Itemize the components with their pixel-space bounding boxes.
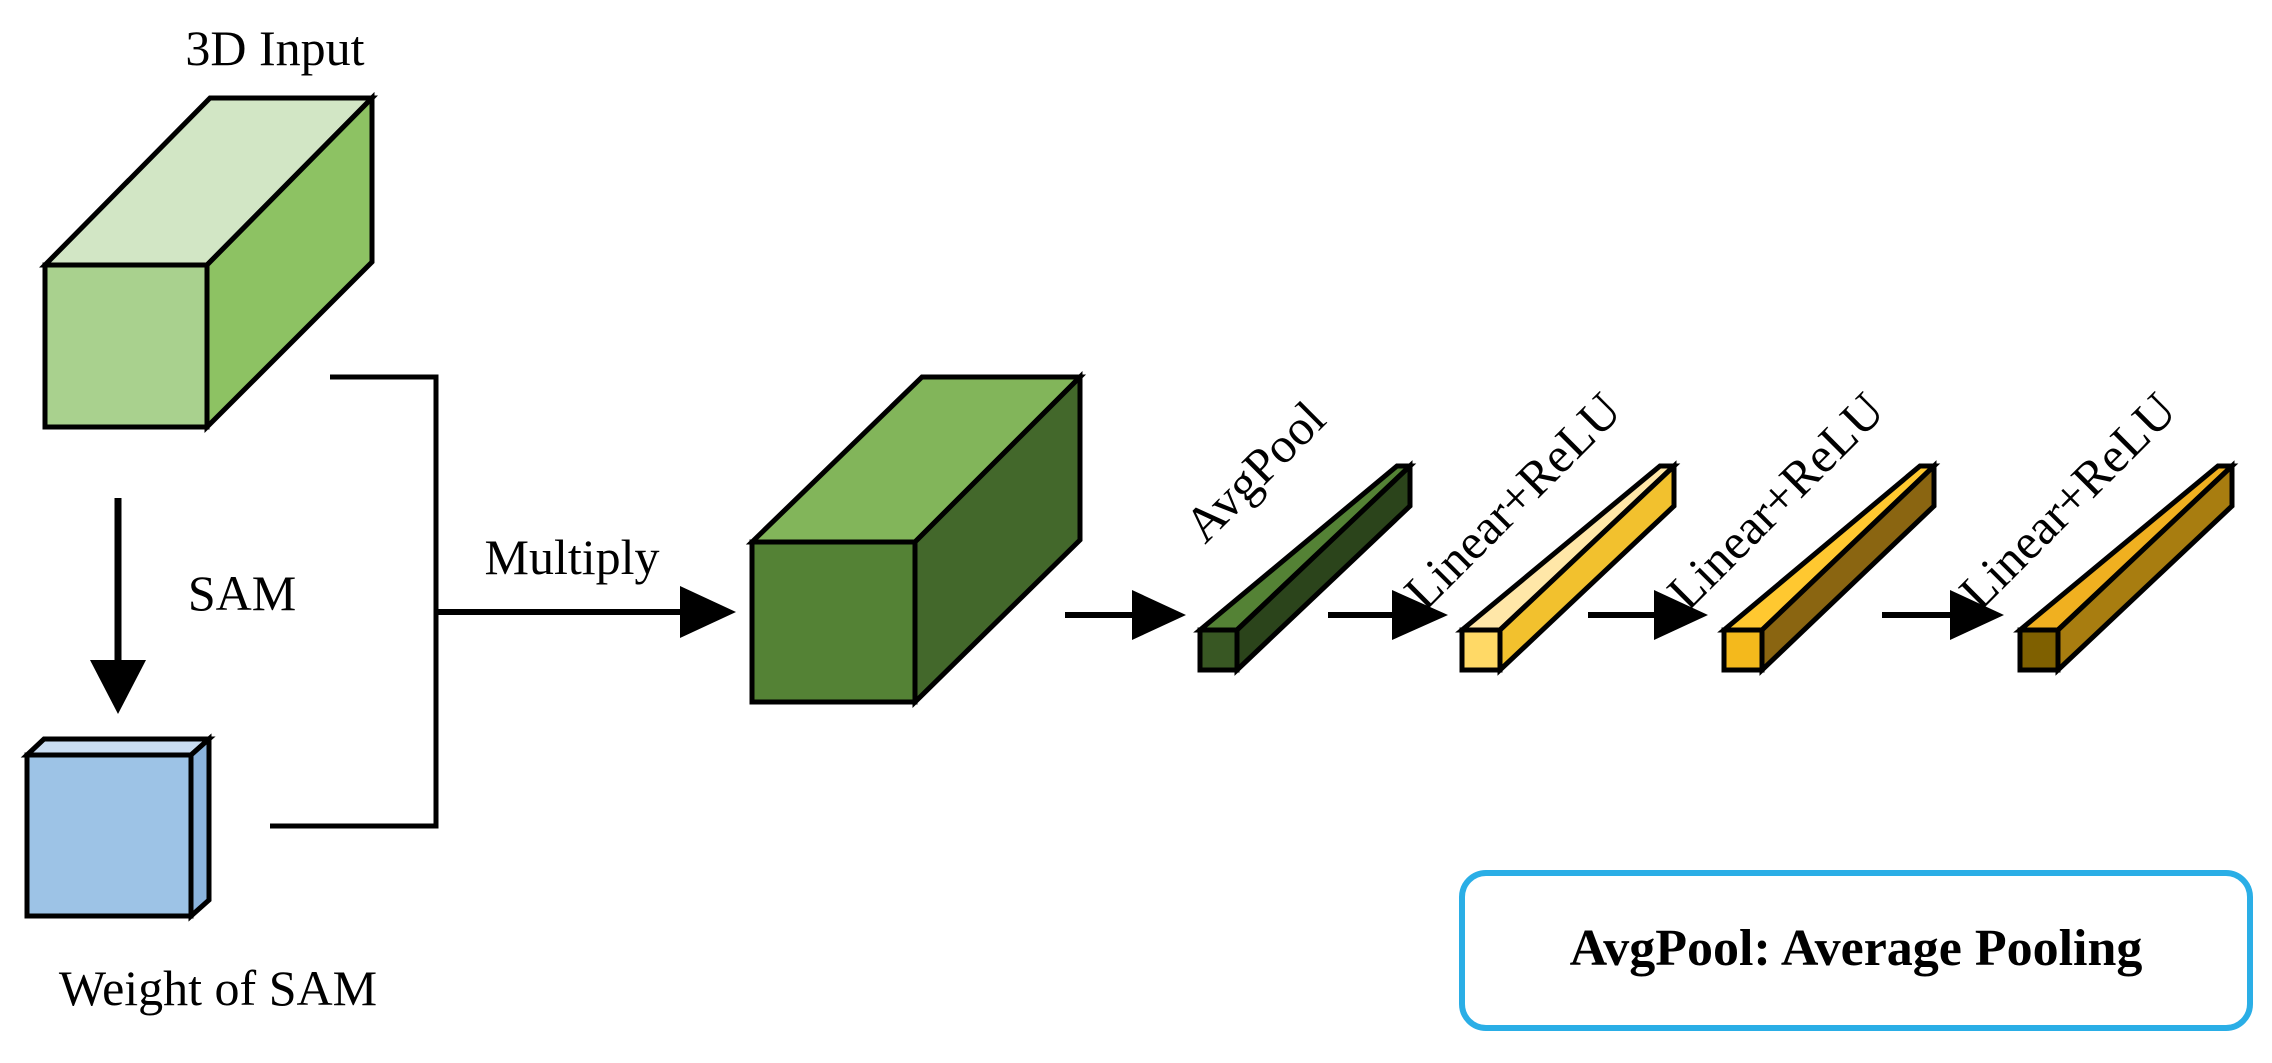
linear2-bar-front: [1721, 627, 1765, 673]
input-box-front: [42, 262, 210, 430]
linear2-bar: [1717, 460, 1941, 676]
linear1-label: Linear+ReLU: [1393, 382, 1631, 620]
weight-box: [20, 733, 216, 922]
legend-frame: [1459, 870, 2253, 1031]
multiplied-box-front: [749, 539, 918, 705]
avgpool-bar: [1193, 460, 1417, 676]
avgpool-bar-front: [1197, 627, 1240, 673]
avgpool-arrow: [1065, 590, 1186, 640]
multiply-arrow: [436, 586, 736, 638]
weight-box-side: [188, 733, 212, 922]
linear3-arrow-head: [1950, 590, 2004, 640]
sam-arrow: [90, 498, 146, 714]
linear2-arrow: [1588, 590, 1708, 640]
input-label: 3D Input: [185, 20, 364, 76]
input-box: [39, 91, 378, 434]
multiplied-box: [745, 370, 1087, 708]
avgpool-arrow-head: [1132, 590, 1186, 640]
linear3-bar: [2013, 460, 2239, 676]
linear2-arrow-head: [1654, 590, 1708, 640]
multiply-label: Multiply: [484, 529, 659, 585]
linear1-bar: [1455, 460, 1681, 676]
multiply-bracket: [270, 374, 439, 829]
linear1-arrow: [1328, 590, 1448, 640]
sam-arrow-head: [90, 660, 146, 714]
multiply-arrow-head: [680, 586, 736, 638]
linear1-bar-front: [1459, 627, 1503, 673]
legend: AvgPool: Average Pooling: [1459, 870, 2253, 1031]
legend-text: AvgPool: Average Pooling: [1570, 920, 2143, 977]
linear3-arrow: [1882, 590, 2004, 640]
weight-label: Weight of SAM: [59, 960, 377, 1016]
weight-box-front: [24, 752, 194, 919]
sam-label: SAM: [188, 565, 296, 621]
linear3-bar-front: [2017, 627, 2061, 673]
avgpool-label: AvgPool: [1173, 390, 1336, 553]
linear1-arrow-head: [1392, 590, 1448, 640]
